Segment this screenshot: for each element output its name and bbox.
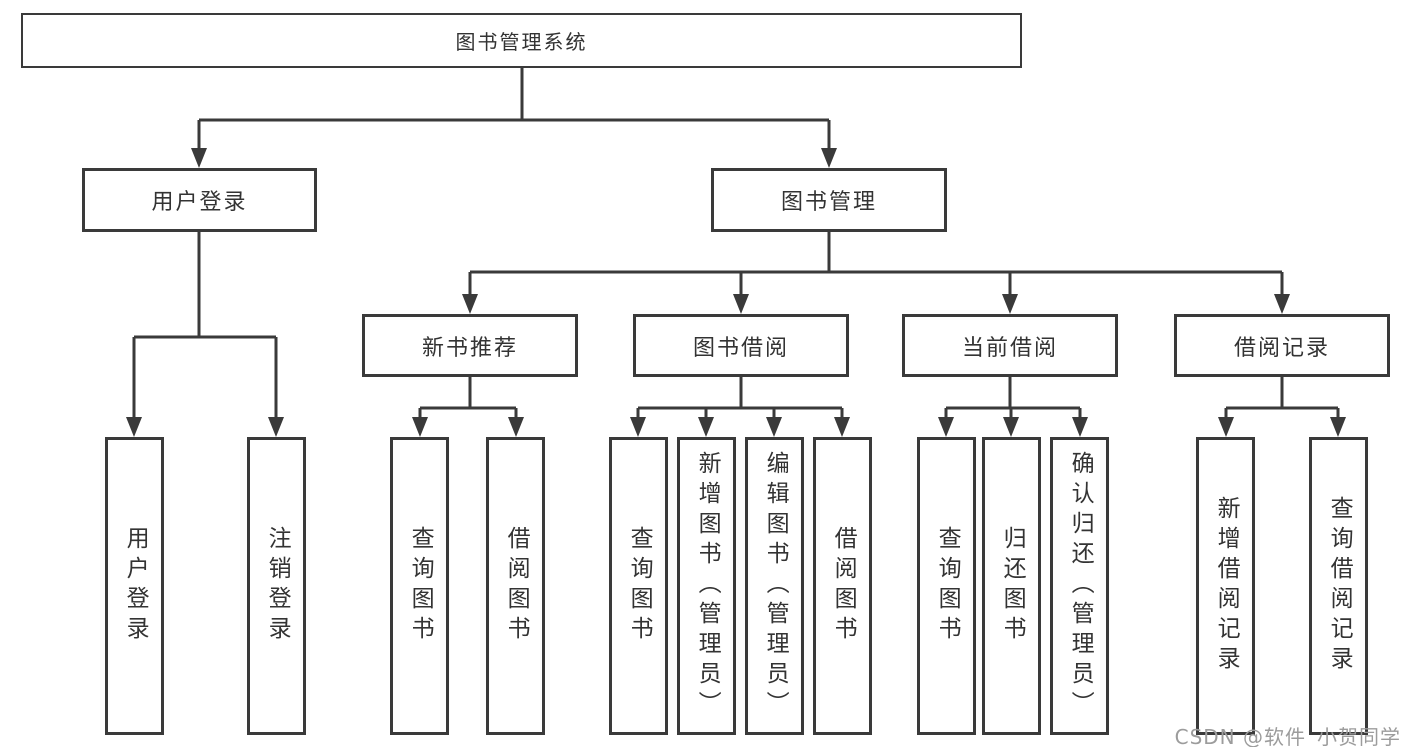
leaf-add-borrow-record: 新增借阅记录 (1196, 437, 1255, 735)
leaf-user-login: 用户登录 (105, 437, 164, 735)
leaf-query-books-current: 查询图书 (917, 437, 976, 735)
connector-book-management-branch (462, 232, 1290, 314)
node-label: 借阅图书 (503, 526, 530, 646)
leaf-query-borrow-record: 查询借阅记录 (1309, 437, 1368, 735)
node-label: 新增借阅记录 (1213, 496, 1240, 676)
node-label: 图书管理 (780, 190, 877, 215)
connector-current-borrow-branch (938, 377, 1088, 437)
node-user-login: 用户登录 (82, 168, 317, 232)
csdn-watermark: CSDN @软件_小贺同学 (1174, 725, 1401, 747)
node-book-borrow: 图书借阅 (633, 314, 849, 377)
node-label: 注销登录 (264, 526, 291, 646)
node-label: 图书借阅 (692, 335, 789, 361)
leaf-borrow-books-recommend: 借阅图书 (486, 437, 545, 735)
node-label: 确认归还（管理员） (1067, 451, 1094, 721)
leaf-borrow-books: 借阅图书 (813, 437, 872, 735)
leaf-edit-books-admin: 编辑图书（管理员） (745, 437, 804, 735)
node-label: 查询图书 (934, 526, 961, 646)
node-label: 借阅图书 (830, 526, 857, 646)
leaf-return-books: 归还图书 (982, 437, 1041, 735)
node-current-borrow: 当前借阅 (902, 314, 1118, 377)
node-root-system: 图书管理系统 (21, 13, 1022, 68)
node-label: 查询图书 (626, 526, 653, 646)
node-new-book-recommend: 新书推荐 (362, 314, 578, 377)
node-label: 图书管理系统 (455, 30, 588, 54)
node-label: 归还图书 (999, 526, 1026, 646)
node-label: 新增图书（管理员） (694, 451, 721, 721)
node-borrow-records: 借阅记录 (1174, 314, 1390, 377)
connector-new-book-branch (412, 377, 524, 437)
leaf-logout: 注销登录 (247, 437, 306, 735)
node-label: 用户登录 (122, 526, 149, 646)
connector-book-borrow-branch (630, 377, 850, 437)
node-label: 借阅记录 (1233, 335, 1330, 361)
node-label: 查询借阅记录 (1326, 496, 1353, 676)
leaf-add-books-admin: 新增图书（管理员） (677, 437, 736, 735)
node-label: 编辑图书（管理员） (762, 451, 789, 721)
leaf-query-books-recommend: 查询图书 (390, 437, 449, 735)
node-label: 新书推荐 (421, 335, 518, 361)
node-label: 用户登录 (151, 190, 248, 215)
node-book-management: 图书管理 (711, 168, 947, 232)
node-label: 查询图书 (407, 526, 434, 646)
connector-borrow-records-branch (1218, 377, 1346, 437)
leaf-confirm-return-admin: 确认归还（管理员） (1050, 437, 1109, 735)
leaf-query-books-borrow: 查询图书 (609, 437, 668, 735)
node-label: 当前借阅 (961, 335, 1058, 361)
connector-user-login-branch (126, 232, 284, 437)
connector-root-to-level2 (191, 68, 837, 168)
